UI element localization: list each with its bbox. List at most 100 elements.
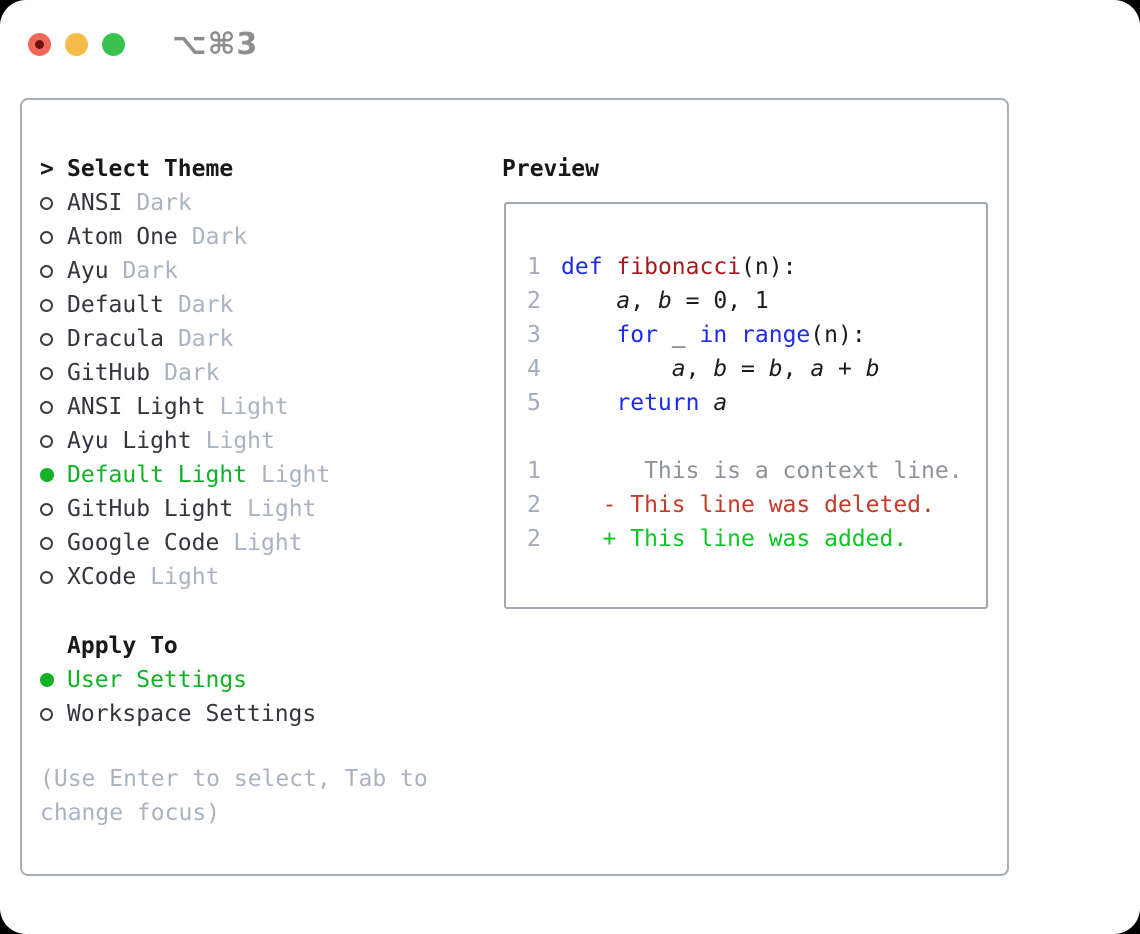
option-tag: Dark [177,292,234,318]
close-dot-icon [35,40,44,49]
code-token: = 0, 1 [671,288,769,314]
line-number: 4 [527,356,541,382]
code-token [699,390,713,416]
radio-icon[interactable] [40,264,67,278]
option-label: Dracula [67,326,164,352]
code-token: _ [657,322,700,348]
line-number: 3 [527,322,541,348]
line-number: 5 [527,390,541,416]
help-text: (Use Enter to select, Tab to change focu… [40,766,428,826]
option-label: User Settings [67,667,248,693]
code-token: def [561,254,603,280]
option-tag: Light [261,462,331,488]
theme-option-default[interactable]: Default Dark [40,288,330,322]
code-token: This is a context line. [561,458,963,484]
option-tag: Dark [136,190,192,216]
option-tag: Light [219,394,289,420]
code-token: , [782,356,811,382]
option-label: ANSI Light [67,394,206,420]
radio-icon [40,707,53,721]
code-token: return [616,390,700,416]
theme-option-ansi-light[interactable]: ANSI Light Light [40,390,330,424]
option-tag: Light [150,564,220,590]
code-token [727,322,741,348]
option-label: GitHub [67,360,151,386]
radio-icon[interactable] [40,400,67,414]
radio-icon[interactable] [40,434,67,448]
radio-icon[interactable] [40,570,67,584]
preview-title: Preview [502,156,599,182]
radio-icon [40,366,53,380]
radio-icon[interactable] [40,502,67,516]
code-token: , [685,356,714,382]
theme-option-github[interactable]: GitHub Dark [40,356,330,390]
apply-to-header: Apply To [40,629,316,663]
titlebar: ⌥⌘3 [28,27,258,62]
option-label: Default [67,292,164,318]
line-number: 2 [527,526,541,552]
radio-icon[interactable] [40,366,67,380]
option-label: Atom One [67,224,178,250]
zoom-button[interactable] [102,33,125,56]
radio-icon [40,536,53,550]
line-number: 1 [527,458,541,484]
code-line: 3 for _ in range(n): [527,318,986,352]
line-number: 2 [527,288,541,314]
close-button[interactable] [28,33,51,56]
code-token: + This line was added. [561,526,908,552]
option-tag: Light [205,428,275,454]
theme-option-ayu-light[interactable]: Ayu Light Light [40,424,330,458]
code-line: 2 a, b = 0, 1 [527,284,986,318]
radio-icon[interactable] [40,332,67,346]
radio-selected-icon[interactable] [40,468,67,482]
code-line: 2 + This line was added. [527,522,986,556]
option-label: Ayu Light [67,428,192,454]
code-token: a [810,356,825,382]
option-tag: Dark [122,258,178,284]
radio-icon[interactable] [40,707,67,721]
radio-icon [40,196,53,210]
code-token: - This line was deleted. [561,492,935,518]
code-line: 1 This is a context line. [527,454,986,488]
code-token: b [768,356,783,382]
code-token [561,390,616,416]
apply-option-workspace-settings[interactable]: Workspace Settings [40,697,316,731]
minimize-button[interactable] [65,33,88,56]
radio-icon[interactable] [40,196,67,210]
option-label: Default Light [67,462,248,488]
theme-option-default-light[interactable]: Default Light Light [40,458,330,492]
apply-option-user-settings[interactable]: User Settings [40,663,316,697]
cursor-marker: > [40,156,54,182]
option-label: GitHub Light [67,496,234,522]
radio-icon [40,230,53,244]
code-token: b [657,288,672,314]
code-token: a [616,288,631,314]
code-token: (n): [741,254,797,280]
code-token: b [713,356,728,382]
option-tag: Dark [164,360,220,386]
code-line: 5 return a [527,386,986,420]
radio-icon[interactable] [40,230,67,244]
line-number: 1 [527,254,541,280]
radio-icon [40,298,53,312]
radio-selected-icon[interactable] [40,673,67,687]
radio-icon [40,434,53,448]
code-token: a [713,390,728,416]
radio-icon[interactable] [40,536,67,550]
option-label: Ayu [67,258,109,284]
theme-option-ayu[interactable]: Ayu Dark [40,254,330,288]
radio-icon [40,502,53,516]
radio-icon[interactable] [40,298,67,312]
